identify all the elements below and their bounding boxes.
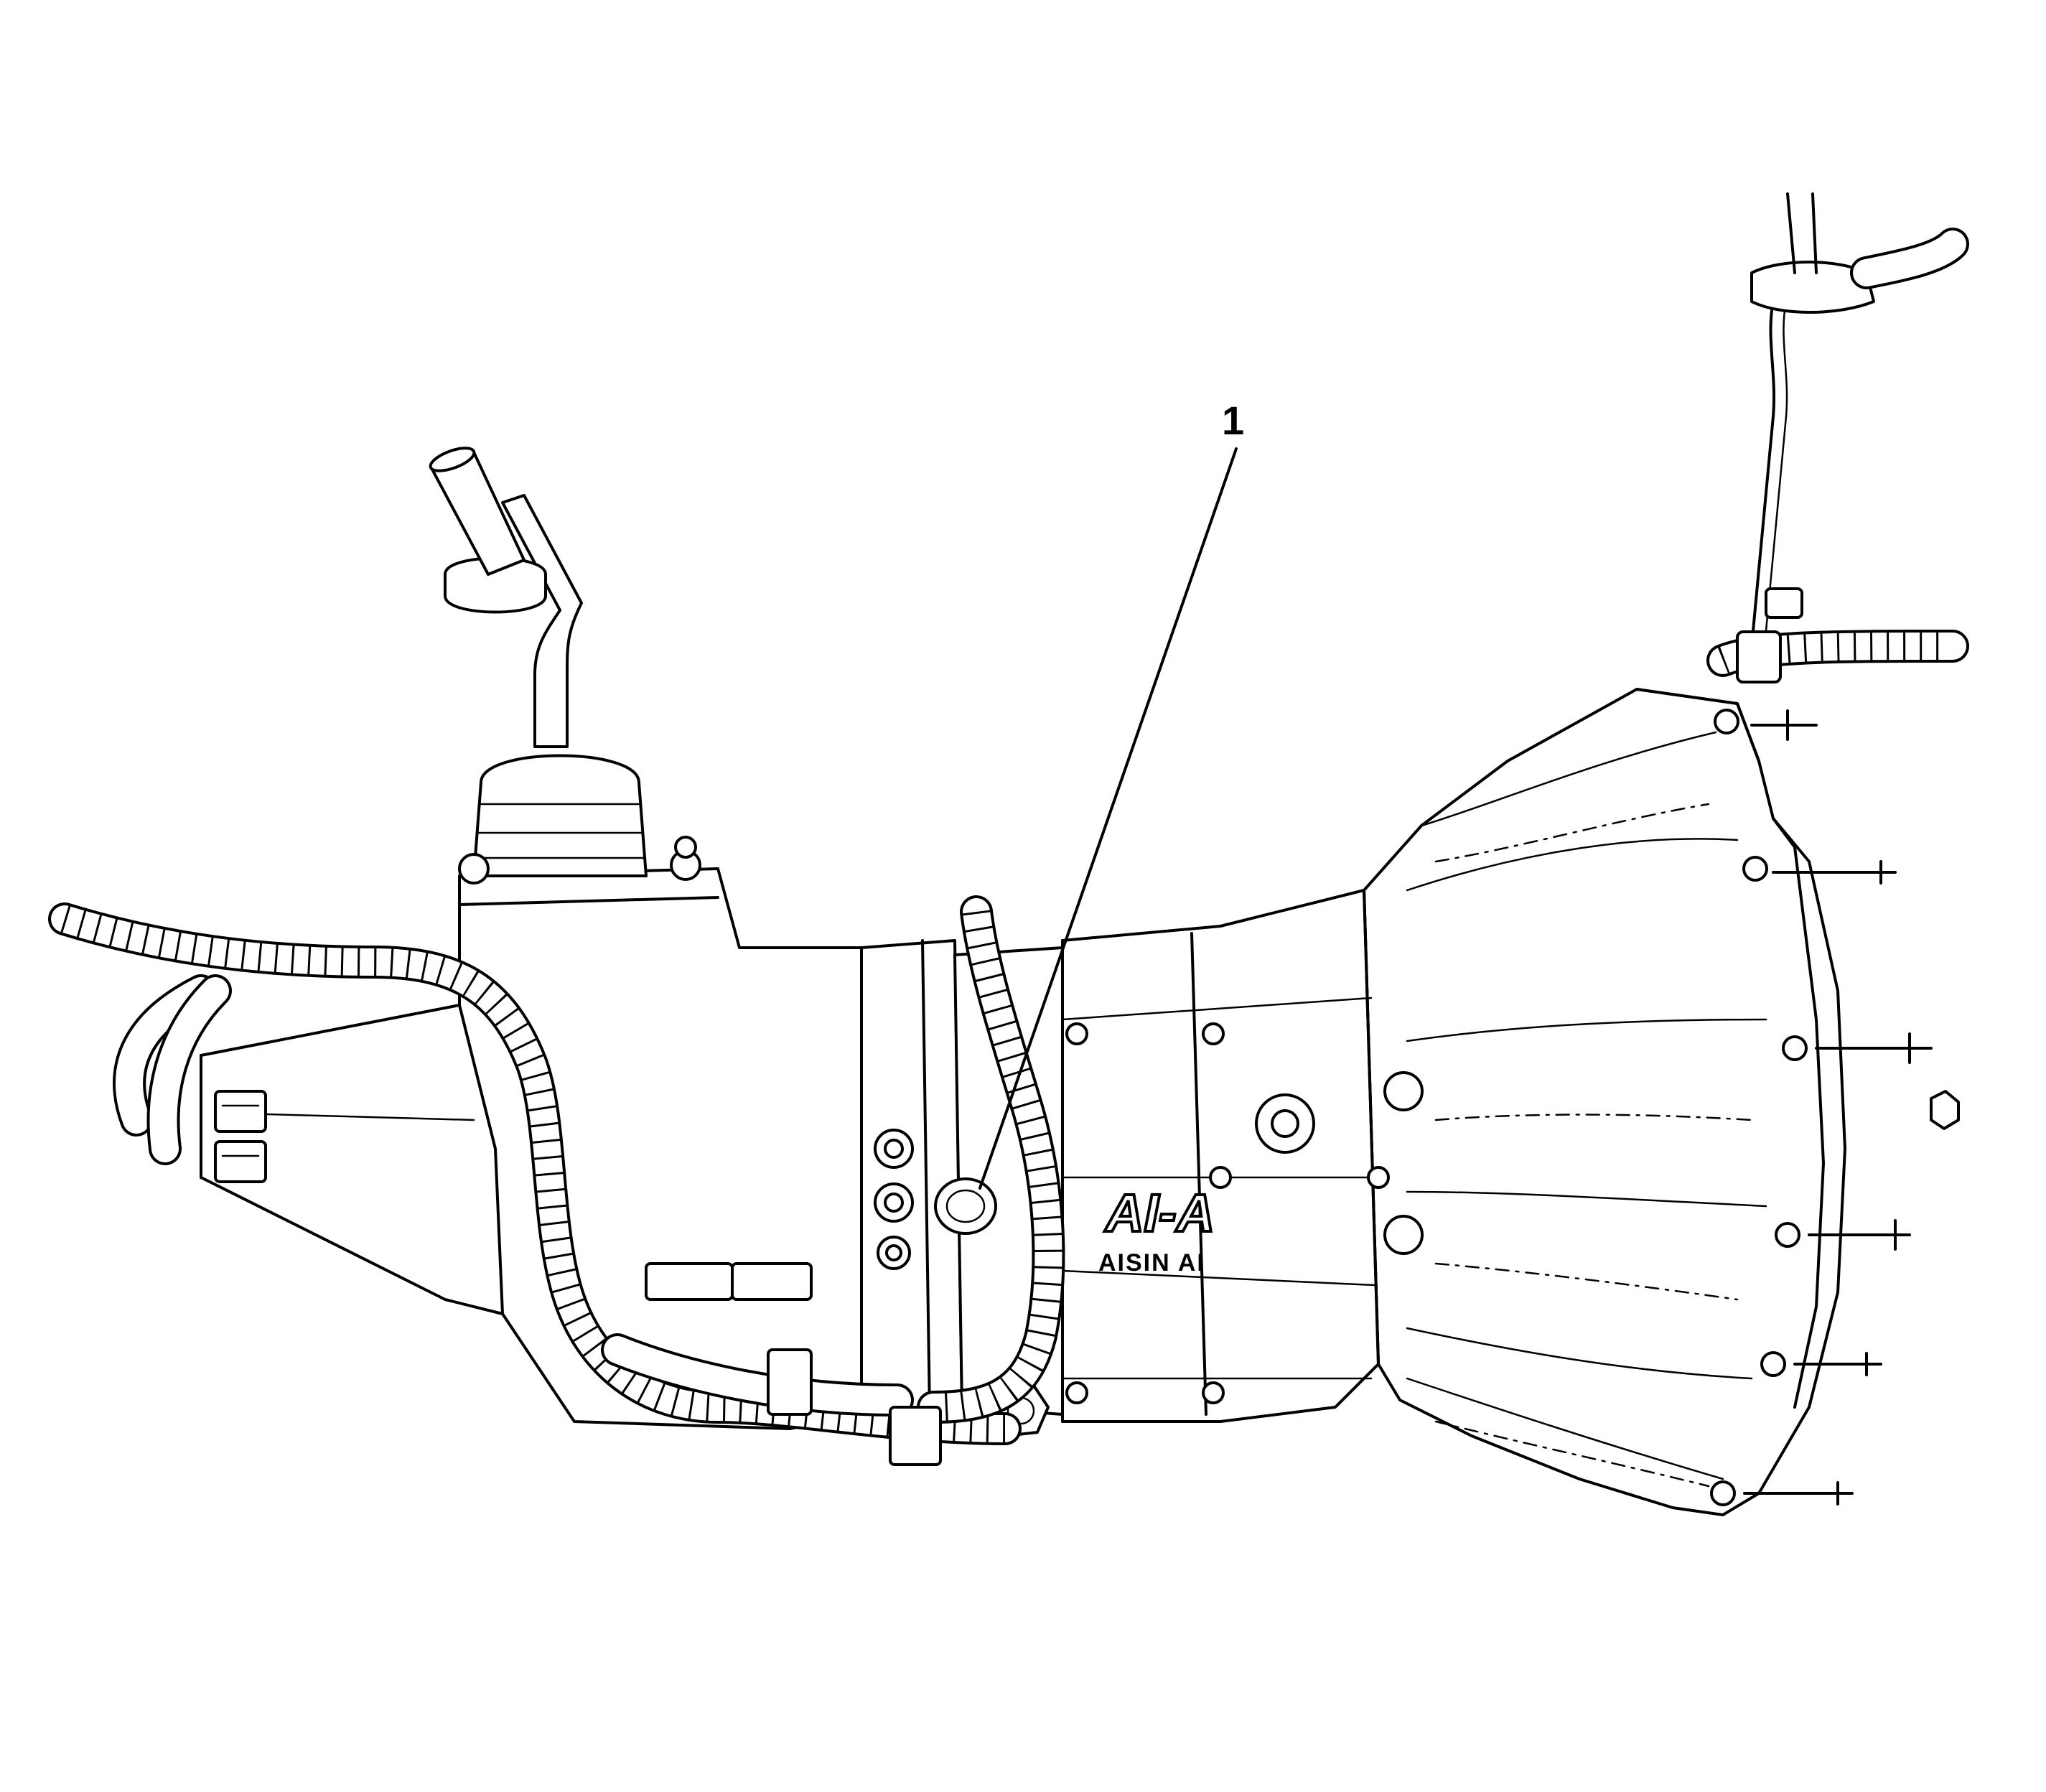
svg-text:1: 1: [1222, 398, 1244, 443]
harness-clip: [1736, 630, 1782, 683]
bell-housing: [1363, 688, 1960, 1516]
harness-connector: [645, 1262, 734, 1301]
aisin-logo: AI-A AISIN AI: [1098, 1182, 1216, 1277]
callout-1: 1: [978, 398, 1244, 1190]
shifter-tower: [458, 754, 863, 1430]
extension-housing: [200, 1004, 504, 1315]
wire-harness: [48, 192, 1969, 1466]
harness-connector: [731, 1262, 813, 1301]
harness-connector: [767, 1348, 813, 1416]
hex-nut: [1930, 1090, 1960, 1130]
shift-lever: [429, 447, 583, 748]
callout-1-leader-line: [978, 447, 1238, 1190]
svg-text:AISIN AI: AISIN AI: [1098, 1249, 1205, 1277]
adapter-plate: [860, 939, 1064, 1437]
case-bosses: [1065, 1022, 1424, 1404]
svg-text:AI-A: AI-A: [1104, 1183, 1215, 1243]
fill-plug: [934, 1177, 997, 1235]
adapter-ports: [874, 1129, 914, 1270]
main-case: AI-A AISIN AI: [1061, 889, 1424, 1423]
harness-clip: [1765, 587, 1803, 619]
harness-connector: [1750, 261, 1875, 314]
harness-connector: [889, 1406, 942, 1466]
bell-housing-bolts: [1710, 709, 1933, 1506]
